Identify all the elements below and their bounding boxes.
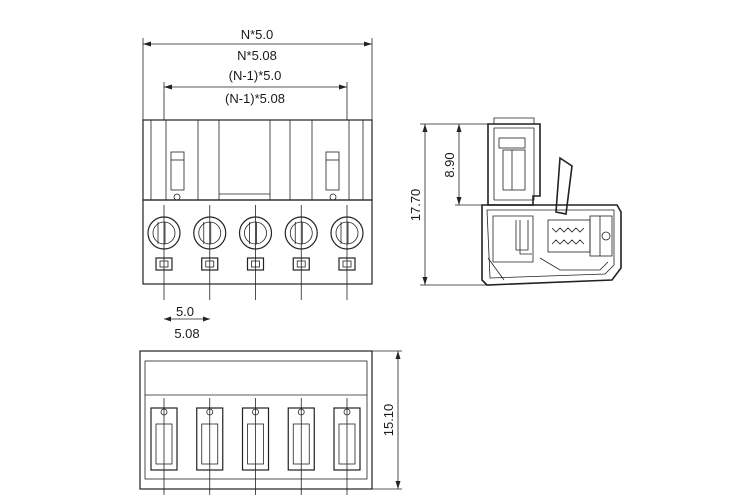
wire-cavity-row [150, 398, 361, 495]
pitch-label-508: 5.08 [174, 326, 199, 341]
side-height-total-label: 17.70 [408, 189, 423, 222]
wire-cavity-3 [241, 398, 270, 495]
overall-width-label-50: N*5.0 [241, 27, 274, 42]
pitch-span-label-50: (N-1)*5.0 [229, 68, 282, 83]
pin-row [163, 205, 348, 300]
side-height-upper-label: 8.90 [442, 152, 457, 177]
wire-cavity-4 [287, 398, 315, 495]
pitch-span-label-508: (N-1)*5.08 [225, 91, 285, 106]
overall-width-dimension: N*5.0 N*5.08 [142, 27, 373, 120]
wire-cavity-2 [196, 398, 224, 495]
side-height-dimensions: 17.70 8.90 [408, 123, 490, 286]
wire-cavity-5 [333, 398, 361, 495]
overall-width-label-508: N*5.08 [237, 48, 277, 63]
pitch-dimension: 5.0 5.08 [164, 304, 210, 341]
pitch-span-dimension: (N-1)*5.0 (N-1)*5.08 [163, 68, 348, 120]
side-view [481, 117, 622, 286]
bottom-view [139, 350, 402, 490]
front-view [142, 119, 373, 285]
bottom-height-dimension: 15.10 [381, 351, 401, 489]
wire-cavity-1 [150, 398, 178, 495]
pitch-label-50: 5.0 [176, 304, 194, 319]
bottom-height-label: 15.10 [381, 404, 396, 437]
